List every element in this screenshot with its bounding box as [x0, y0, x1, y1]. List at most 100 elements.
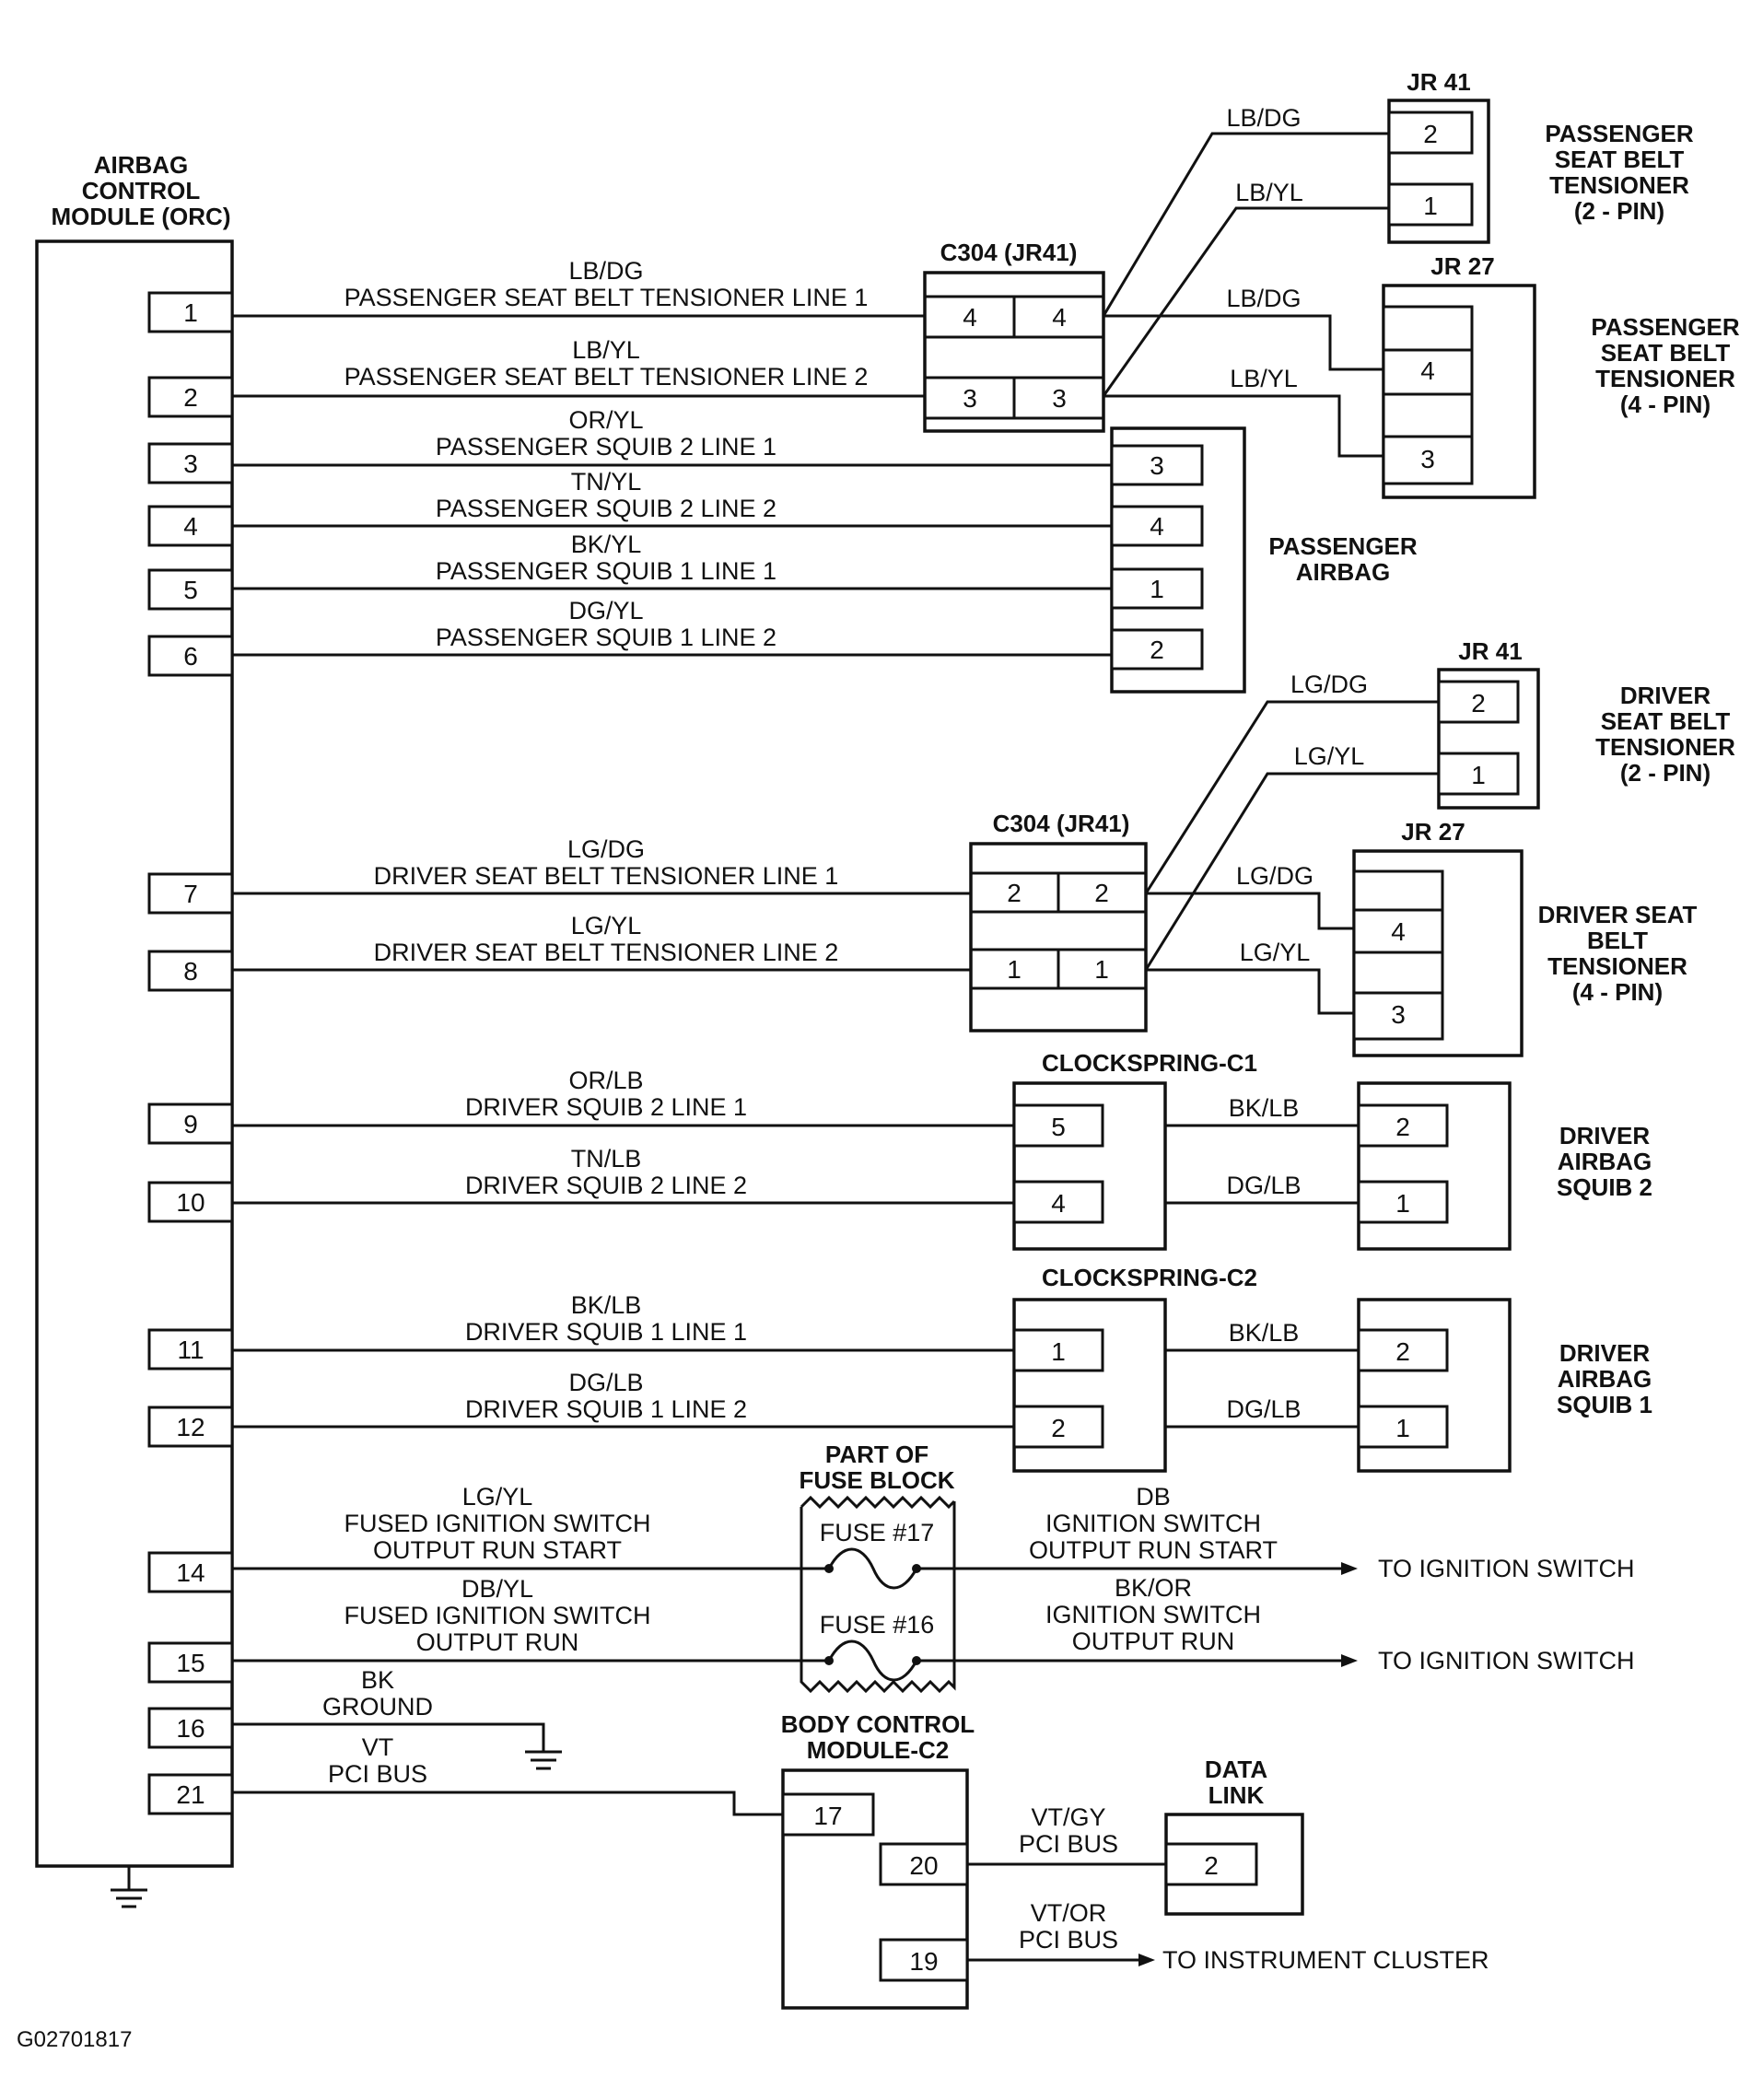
- circuit-12-name: DRIVER SQUIB 1 LINE 2: [465, 1395, 747, 1423]
- circuit-8-name: DRIVER SEAT BELT TENSIONER LINE 2: [374, 939, 839, 966]
- circuit-21-name: PCI BUS: [328, 1760, 427, 1788]
- circuit-16-color: BK: [361, 1666, 394, 1694]
- circuit-3-name: PASSENGER SQUIB 2 LINE 1: [436, 433, 776, 461]
- jr27-passenger-wire-2: LB/YL: [1230, 365, 1298, 392]
- orc-pin-9: 9: [147, 1102, 234, 1145]
- svg-text:SEAT BELT: SEAT BELT: [1555, 146, 1685, 173]
- orc-pin-3: 3: [147, 442, 234, 484]
- clockspring-c1-connector: CLOCKSPRING-C1 5 4: [1012, 1049, 1257, 1251]
- bcm-title-line-1: BODY CONTROL: [781, 1710, 975, 1738]
- orc-pins: 1 2 3 4 5 6 7 8 9 10 11 12 14 15 16 21: [147, 291, 234, 1815]
- orc-module-box: [35, 239, 234, 1868]
- c304-driver-title: C304 (JR41): [993, 810, 1130, 837]
- ignition-switch-outputs: DB IGNITION SWITCH OUTPUT RUN START BK/O…: [917, 1483, 1635, 1674]
- passenger-airbag-pin: 2: [1150, 636, 1164, 664]
- svg-text:(4 - PIN): (4 - PIN): [1572, 978, 1663, 1006]
- svg-text:DG/LB: DG/LB: [1226, 1395, 1301, 1423]
- fuse-wire-stubs: [818, 1567, 829, 1662]
- svg-text:DG/LB: DG/LB: [1226, 1172, 1301, 1199]
- bcm-pin-20: 20: [909, 1851, 938, 1880]
- svg-text:BK/LB: BK/LB: [1229, 1319, 1300, 1347]
- circuit-14-name-line-2: OUTPUT RUN START: [373, 1536, 622, 1564]
- c304-driver-pin: 2: [1007, 879, 1022, 907]
- svg-text:TENSIONER: TENSIONER: [1595, 365, 1735, 392]
- c304-passenger-connector: C304 (JR41) 4 4 3 3: [923, 239, 1105, 433]
- svg-text:SQUIB 2: SQUIB 2: [1557, 1173, 1652, 1201]
- svg-text:PCI BUS: PCI BUS: [1019, 1926, 1118, 1954]
- c304-passenger-title: C304 (JR41): [940, 239, 1078, 266]
- svg-text:(2 - PIN): (2 - PIN): [1620, 759, 1710, 787]
- jr41-passenger-title: JR 41: [1407, 68, 1470, 96]
- circuit-11-color: BK/LB: [571, 1291, 642, 1319]
- circuit-4-name: PASSENGER SQUIB 2 LINE 2: [436, 495, 776, 522]
- orc-ground-16-icon: [525, 1750, 562, 1770]
- data-link-title-line-1: DATA: [1205, 1756, 1268, 1783]
- svg-text:3: 3: [183, 449, 198, 478]
- data-link-connector: DATA LINK 2: [1164, 1756, 1304, 1916]
- bcm-title-line-2: MODULE-C2: [807, 1736, 950, 1764]
- bcm-pin-17: 17: [813, 1802, 842, 1830]
- svg-text:BK/LB: BK/LB: [1229, 1094, 1300, 1122]
- driver-airbag-squib-1-label: DRIVER AIRBAG SQUIB 1: [1557, 1339, 1652, 1418]
- jr41-driver-connector: JR 41 2 1: [1437, 637, 1540, 810]
- bcm-cluster-wire: VT/OR PCI BUS TO INSTRUMENT CLUSTER: [967, 1899, 1489, 1974]
- fuse-block: PART OF FUSE BLOCK FUSE #17 FUSE #16: [800, 1441, 956, 1694]
- orc-title-line-3: MODULE (ORC): [52, 203, 231, 230]
- circuit-14-name-line-1: FUSED IGNITION SWITCH: [344, 1510, 651, 1537]
- body-control-module: BODY CONTROL MODULE-C2 17 20 19: [781, 1710, 975, 2010]
- jr27-driver-wire-1: LG/DG: [1236, 862, 1313, 890]
- svg-text:VT/GY: VT/GY: [1031, 1803, 1105, 1831]
- jr41-passenger-wire-2: LB/YL: [1235, 179, 1303, 206]
- bcm-data-link-wire: VT/GY PCI BUS: [967, 1803, 1166, 1866]
- driver-squib-2-connector: 2 1: [1357, 1081, 1512, 1251]
- svg-text:2: 2: [183, 383, 198, 412]
- fuse-16-label: FUSE #16: [820, 1611, 935, 1639]
- svg-text:SQUIB 1: SQUIB 1: [1557, 1391, 1652, 1418]
- jr27-passenger-title: JR 27: [1430, 252, 1494, 280]
- clockspring-c1-pin: 4: [1051, 1189, 1066, 1218]
- orc-pin-7: 7: [147, 872, 234, 915]
- jr27-driver-wire-2: LG/YL: [1240, 939, 1311, 966]
- orc-pin-12: 12: [147, 1406, 234, 1448]
- driver-2pin-tensioner-label: DRIVER SEAT BELT TENSIONER (2 - PIN): [1595, 682, 1735, 787]
- clockspring-c2-connector: CLOCKSPRING-C2 1 2: [1012, 1264, 1257, 1473]
- svg-text:(4 - PIN): (4 - PIN): [1620, 391, 1710, 418]
- circuit-4-color: TN/YL: [571, 468, 642, 496]
- svg-text:15: 15: [176, 1649, 204, 1677]
- passenger-airbag-pin: 1: [1150, 575, 1164, 603]
- data-link-title-line-2: LINK: [1208, 1781, 1265, 1809]
- svg-text:12: 12: [176, 1413, 204, 1441]
- circuit-15-name-line-1: FUSED IGNITION SWITCH: [344, 1602, 651, 1629]
- circuit-3-color: OR/YL: [568, 406, 643, 434]
- svg-text:AIRBAG: AIRBAG: [1558, 1148, 1652, 1175]
- orc-pin-10: 10: [147, 1181, 234, 1223]
- circuit-7-color: LG/DG: [567, 835, 645, 863]
- circuit-21-color: VT: [362, 1733, 394, 1761]
- jr27-driver-title: JR 27: [1401, 818, 1465, 846]
- svg-text:DRIVER: DRIVER: [1559, 1122, 1650, 1149]
- bcm-pin-19: 19: [909, 1947, 938, 1976]
- to-ignition-switch-1: TO IGNITION SWITCH: [1378, 1555, 1635, 1582]
- orc-title-line-1: AIRBAG: [94, 151, 189, 179]
- svg-text:16: 16: [176, 1714, 204, 1743]
- circuit-9-name: DRIVER SQUIB 2 LINE 1: [465, 1093, 747, 1121]
- circuit-2-color: LB/YL: [572, 336, 640, 364]
- fuse-17-icon: [824, 1547, 921, 1590]
- passenger-airbag-pin: 4: [1150, 512, 1164, 541]
- driver-squib-1-pin: 2: [1395, 1337, 1410, 1366]
- c304-passenger-pin: 4: [1052, 303, 1067, 332]
- jr27-passenger-connector: JR 27 4 3: [1382, 252, 1536, 499]
- jr41-passenger-connector: JR 41 2 1: [1387, 68, 1490, 244]
- data-link-pin: 2: [1204, 1851, 1219, 1880]
- fuse-block-title-line-1: PART OF: [825, 1441, 928, 1468]
- ign-output-2-name-line-1: IGNITION SWITCH: [1045, 1601, 1261, 1628]
- svg-text:11: 11: [177, 1336, 204, 1364]
- svg-text:VT/OR: VT/OR: [1031, 1899, 1107, 1927]
- c304-driver-pin: 1: [1007, 955, 1022, 984]
- orc-pin-21: 21: [147, 1773, 234, 1815]
- jr27-passenger-wire-1: LB/DG: [1226, 285, 1301, 312]
- driver-squib-2-pin: 2: [1395, 1113, 1410, 1141]
- circuit-5-name: PASSENGER SQUIB 1 LINE 1: [436, 557, 776, 585]
- jr41-passenger-wire-1: LB/DG: [1226, 104, 1301, 132]
- jr27-passenger-pin: 3: [1420, 445, 1435, 473]
